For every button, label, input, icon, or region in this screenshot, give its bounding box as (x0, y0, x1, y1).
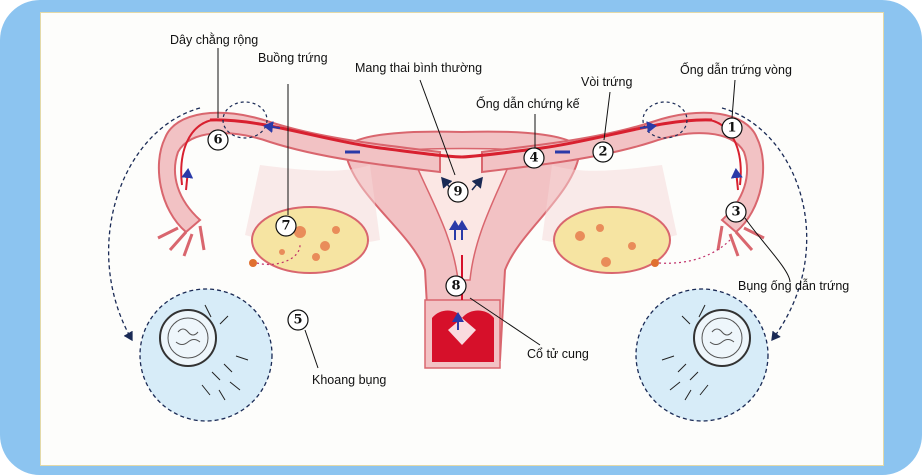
egg-left (249, 259, 257, 267)
label-abdominal-cavity: Khoang bụng (312, 373, 386, 387)
label-normal-pregnancy: Mang thai bình thường (355, 61, 482, 75)
marker-5: 5 (287, 309, 309, 331)
magnified-egg-left (139, 288, 273, 422)
marker-8: 8 (445, 275, 467, 297)
label-oviduct: Vòi trứng (581, 75, 632, 89)
label-broad-ligament: Dây chằng rộng (170, 32, 258, 47)
marker-2: 2 (592, 141, 614, 163)
label-cervix: Cổ tử cung (527, 347, 589, 361)
number-markers: 1 2 3 4 5 6 7 8 9 (207, 117, 747, 331)
egg-right (651, 259, 659, 267)
label-ovary: Buồng trứng (258, 51, 328, 65)
label-isthmus: Ống dẫn chứng kế (476, 96, 580, 111)
marker-3: 3 (725, 201, 747, 223)
svg-text:8: 8 (451, 279, 460, 294)
marker-4: 4 (523, 147, 545, 169)
dashed-path-arrow-icon (108, 107, 201, 342)
ovary-right (553, 206, 671, 274)
magnified-egg-right (635, 288, 769, 422)
label-ring-tube: Ống dẫn trứng vòng (680, 62, 792, 77)
svg-text:9: 9 (453, 185, 462, 200)
svg-text:7: 7 (281, 219, 290, 234)
leader-lines (217, 48, 791, 369)
svg-text:1: 1 (727, 121, 736, 136)
movement-arrows (181, 121, 743, 330)
svg-text:5: 5 (293, 313, 302, 328)
label-ampulla: Bụng ống dẫn trứng (738, 278, 849, 293)
ovary-left (251, 206, 369, 274)
marker-6: 6 (207, 129, 229, 151)
uterus (343, 130, 582, 369)
svg-text:4: 4 (529, 151, 538, 166)
marker-9: 9 (447, 181, 469, 203)
svg-text:6: 6 (213, 133, 222, 148)
marker-1: 1 (721, 117, 743, 139)
marker-7: 7 (275, 215, 297, 237)
svg-text:3: 3 (731, 205, 740, 220)
svg-text:2: 2 (598, 145, 607, 160)
text-labels: Dây chằng rộng Buồng trứng Mang thai bìn… (170, 32, 849, 387)
dashed-path-arrow-icon (721, 107, 808, 342)
